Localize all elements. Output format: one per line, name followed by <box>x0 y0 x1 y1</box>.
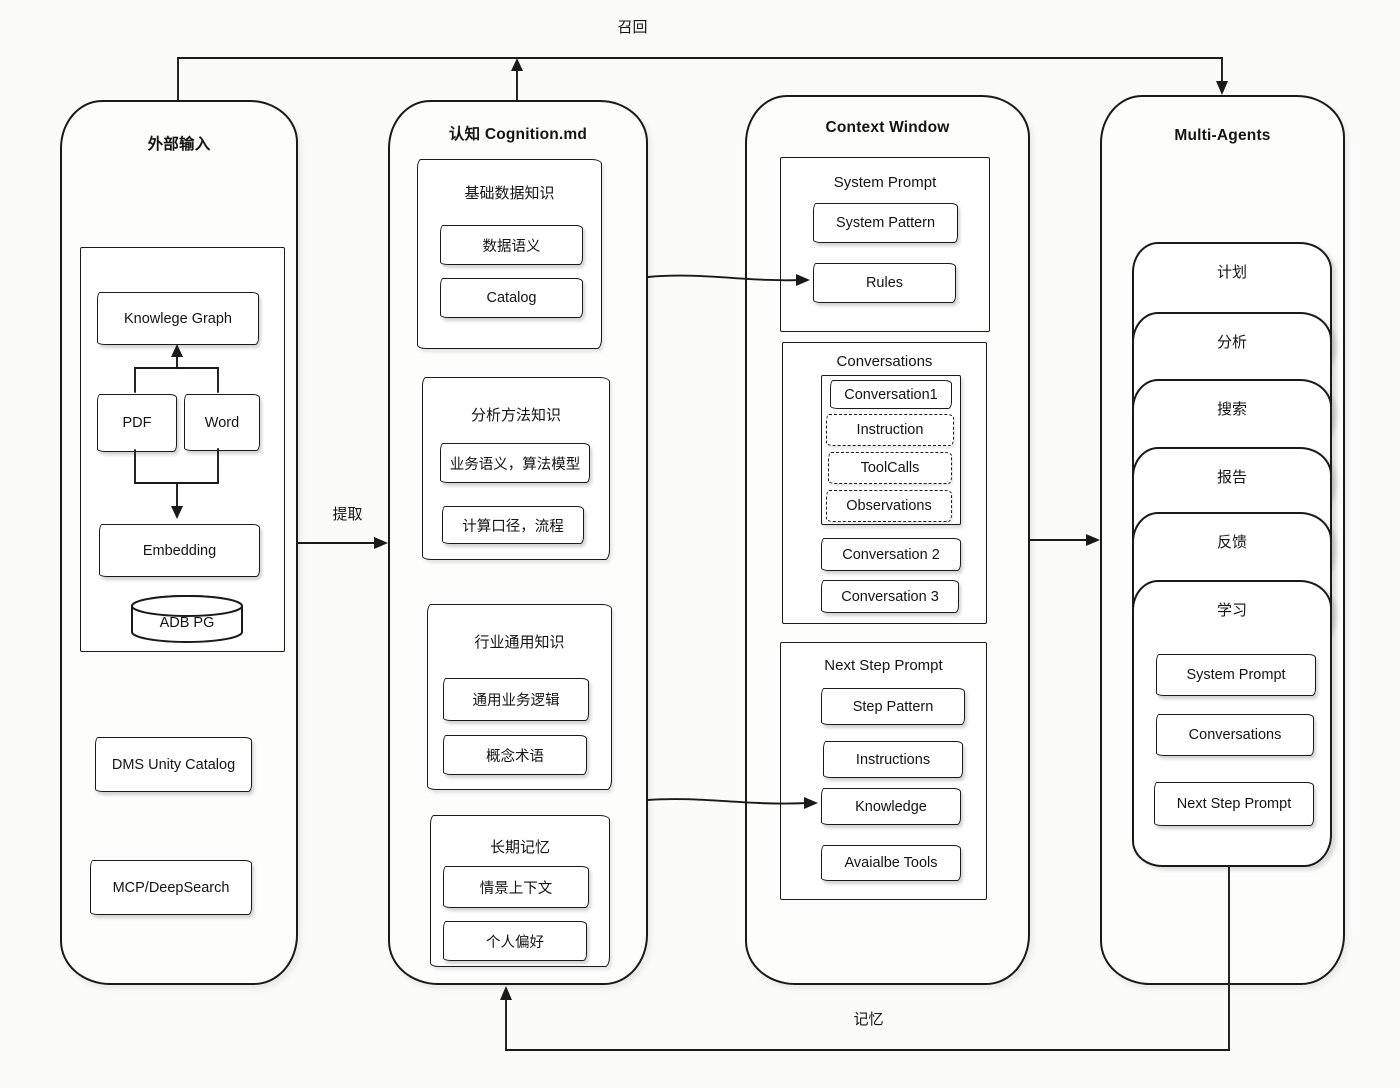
calculation-caliber-node: 计算口径，流程 <box>442 506 584 544</box>
context-window-title: Context Window <box>825 119 950 136</box>
cognition-to-recall-arrowhead-up <box>511 58 523 71</box>
pdf-node: PDF <box>97 394 177 452</box>
personal-preference-node: 个人偏好 <box>443 921 587 961</box>
conversation2-node: Conversation 2 <box>821 538 961 571</box>
extract-arrowhead <box>374 537 388 549</box>
industry-knowledge-group: 行业通用知识 通用业务逻辑 概念术语 <box>427 604 612 790</box>
analysis-method-knowledge-group: 分析方法知识 业务语义，算法模型 计算口径，流程 <box>422 377 610 560</box>
instruction-node: Instruction <box>826 414 954 446</box>
multi-agents-container: Multi-Agents 计划 分析 搜索 报告 反馈 学习 System Pr… <box>1100 95 1345 985</box>
memory-flow-label: 记忆 <box>853 1011 884 1028</box>
cognition-title: 认知 Cognition.md <box>448 126 588 143</box>
basic-data-knowledge-title: 基础数据知识 <box>464 185 555 202</box>
agent-report-label: 报告 <box>1216 469 1247 486</box>
external-input-title: 外部输入 <box>147 136 211 153</box>
available-tools-node: Avaialbe Tools <box>821 845 961 881</box>
memory-arrowhead-up <box>500 986 512 1000</box>
mcp-deepsearch-node: MCP/DeepSearch <box>90 860 252 915</box>
system-prompt-group-title: System Prompt <box>833 174 937 191</box>
agent-search-label: 搜索 <box>1216 401 1247 418</box>
extract-flow-label: 提取 <box>332 506 363 523</box>
analysis-method-knowledge-title: 分析方法知识 <box>470 407 561 424</box>
conversations-group: Conversations Conversation1 Instruction … <box>782 342 987 624</box>
context-window-container: Context Window System Prompt System Patt… <box>745 95 1030 985</box>
cognition-container: 认知 Cognition.md 基础数据知识 数据语义 Catalog 分析方法… <box>388 100 648 985</box>
industry-knowledge-title: 行业通用知识 <box>474 634 565 651</box>
general-business-logic-node: 通用业务逻辑 <box>443 678 589 721</box>
adb-pg-cylinder: ADB PG <box>130 594 244 645</box>
next-step-prompt-group: Next Step Prompt Step Pattern Instructio… <box>780 642 987 900</box>
observations-node: Observations <box>826 490 952 522</box>
conversation3-node: Conversation 3 <box>821 580 959 613</box>
learn-system-prompt-node: System Prompt <box>1156 654 1316 696</box>
conversation1-node: Conversation1 <box>830 380 952 409</box>
recall-line <box>177 57 1223 101</box>
agent-feedback-label: 反馈 <box>1216 534 1247 551</box>
rules-node: Rules <box>813 263 956 303</box>
basic-data-knowledge-group: 基础数据知识 数据语义 Catalog <box>417 159 602 349</box>
system-prompt-group: System Prompt System Pattern Rules <box>780 157 990 332</box>
agent-learn-label: 学习 <box>1216 602 1247 619</box>
knowledge-node: Knowledge <box>821 788 961 825</box>
agent-analyze-label: 分析 <box>1216 334 1247 351</box>
next-step-prompt-group-title: Next Step Prompt <box>824 657 943 674</box>
system-pattern-node: System Pattern <box>813 203 958 243</box>
recall-flow-label: 召回 <box>617 19 648 36</box>
long-term-memory-group: 长期记忆 情景上下文 个人偏好 <box>430 815 610 967</box>
learn-next-step-prompt-node: Next Step Prompt <box>1154 782 1314 826</box>
agent-card-learn: 学习 System Prompt Conversations Next Step… <box>1132 580 1332 867</box>
conversation1-group: Conversation1 Instruction ToolCalls Obse… <box>821 375 961 525</box>
conversations-group-title: Conversations <box>836 353 933 370</box>
external-input-container: 外部输入 Knowlege Graph PDF Word Embedding A… <box>60 100 298 985</box>
data-semantics-node: 数据语义 <box>440 225 583 265</box>
recall-arrowhead-down <box>1216 81 1228 95</box>
catalog-node: Catalog <box>440 278 583 318</box>
agent-plan-label: 计划 <box>1216 264 1247 281</box>
adb-pg-label: ADB PG <box>159 615 215 631</box>
cylinder-shape <box>131 595 243 643</box>
business-semantics-node: 业务语义，算法模型 <box>440 443 590 483</box>
scenario-context-node: 情景上下文 <box>443 866 589 908</box>
embedding-node: Embedding <box>99 524 260 577</box>
instructions-node: Instructions <box>823 741 963 778</box>
toolcalls-node: ToolCalls <box>828 452 952 484</box>
step-pattern-node: Step Pattern <box>821 688 965 725</box>
context-to-agents-arrowhead <box>1086 534 1100 546</box>
learn-conversations-node: Conversations <box>1156 714 1314 756</box>
multi-agents-title: Multi-Agents <box>1174 127 1271 144</box>
word-node: Word <box>184 394 260 451</box>
knowledge-graph-node: Knowlege Graph <box>97 292 259 345</box>
long-term-memory-title: 长期记忆 <box>489 839 550 856</box>
concept-terms-node: 概念术语 <box>443 735 587 775</box>
dms-unity-catalog-node: DMS Unity Catalog <box>95 737 252 792</box>
